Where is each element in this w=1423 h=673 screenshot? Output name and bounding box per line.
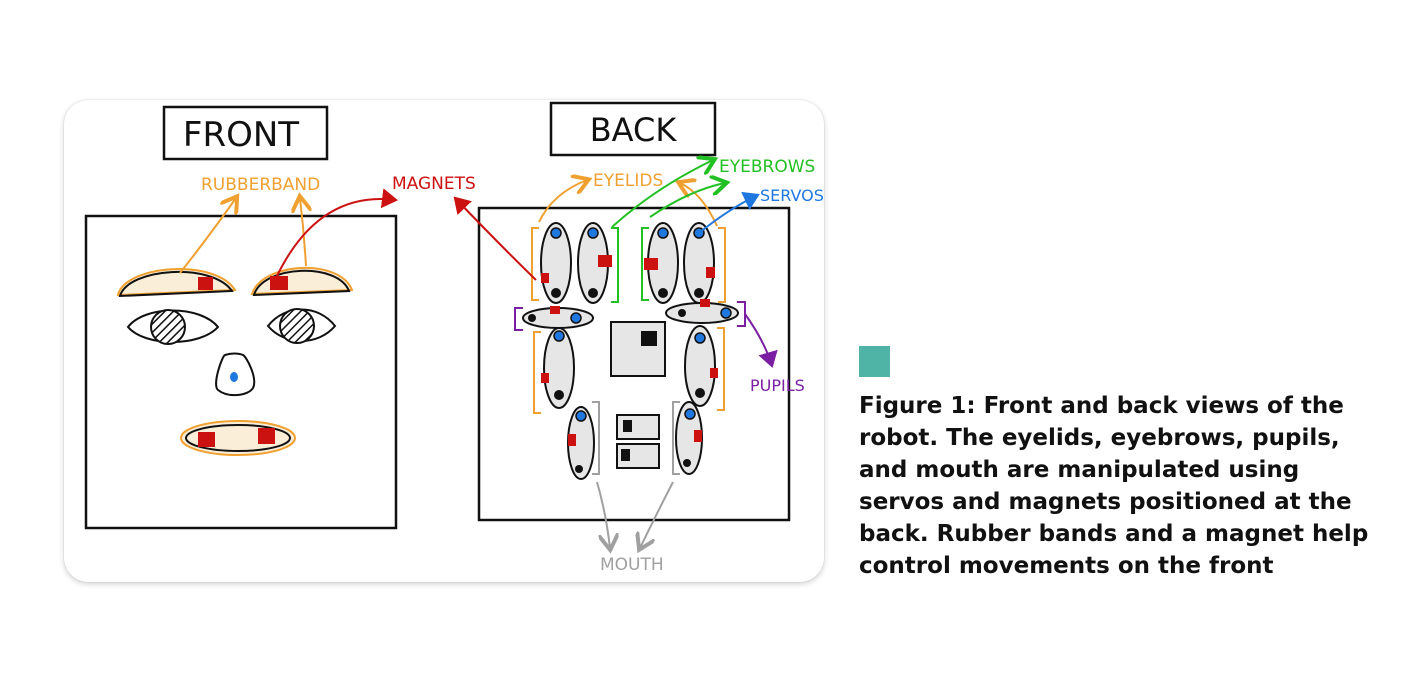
label-pupils: PUPILS bbox=[750, 376, 805, 395]
front-title-box: FRONT bbox=[162, 105, 329, 161]
servo-mouth-right bbox=[675, 401, 703, 475]
servo-pupil-left bbox=[522, 306, 594, 329]
label-magnets: MAGNETS bbox=[392, 174, 476, 194]
front-nose bbox=[215, 352, 256, 396]
front-mouth bbox=[180, 420, 296, 456]
back-title: BACK bbox=[590, 111, 678, 149]
driver-board-bottom bbox=[616, 443, 660, 469]
figure-color-swatch bbox=[859, 346, 890, 377]
magnet-icon bbox=[258, 428, 275, 444]
pupil-icon bbox=[279, 308, 315, 344]
front-eyebrow-left bbox=[116, 268, 237, 298]
label-eyelids: EYELIDS bbox=[593, 171, 663, 191]
label-rubberband: RUBBERBAND bbox=[201, 175, 320, 195]
servo-pupil-right bbox=[665, 299, 739, 324]
front-eye-right bbox=[266, 308, 337, 344]
label-mouth: MOUTH bbox=[600, 555, 664, 575]
servo-eyebrow-left bbox=[577, 222, 612, 304]
figure-caption: Figure 1: Front and back views of the ro… bbox=[859, 393, 1369, 579]
servo-eyelid-left bbox=[540, 222, 572, 304]
magnet-icon bbox=[270, 276, 288, 290]
label-eyebrows: EYEBROWS bbox=[719, 157, 815, 177]
label-servos: SERVOS bbox=[760, 186, 824, 205]
magnet-icon bbox=[198, 277, 213, 290]
front-title: FRONT bbox=[183, 115, 299, 155]
pupil-icon bbox=[150, 309, 186, 345]
magnet-dot-icon bbox=[230, 372, 238, 382]
servo-eyelid-lower-left bbox=[541, 327, 575, 409]
back-title-box: BACK bbox=[549, 101, 717, 157]
controller-board bbox=[610, 321, 666, 377]
servo-eyebrow-right bbox=[644, 222, 679, 304]
front-eye-left bbox=[126, 309, 220, 345]
servo-eyelid-lower-right bbox=[684, 325, 718, 407]
back-panel bbox=[477, 206, 791, 522]
annotation-arrows bbox=[179, 160, 778, 548]
servo-mouth-left bbox=[567, 406, 595, 480]
driver-board-top bbox=[616, 414, 660, 440]
front-panel bbox=[84, 214, 398, 530]
servo-eyelid-right bbox=[683, 222, 715, 304]
magnet-icon bbox=[198, 432, 215, 447]
